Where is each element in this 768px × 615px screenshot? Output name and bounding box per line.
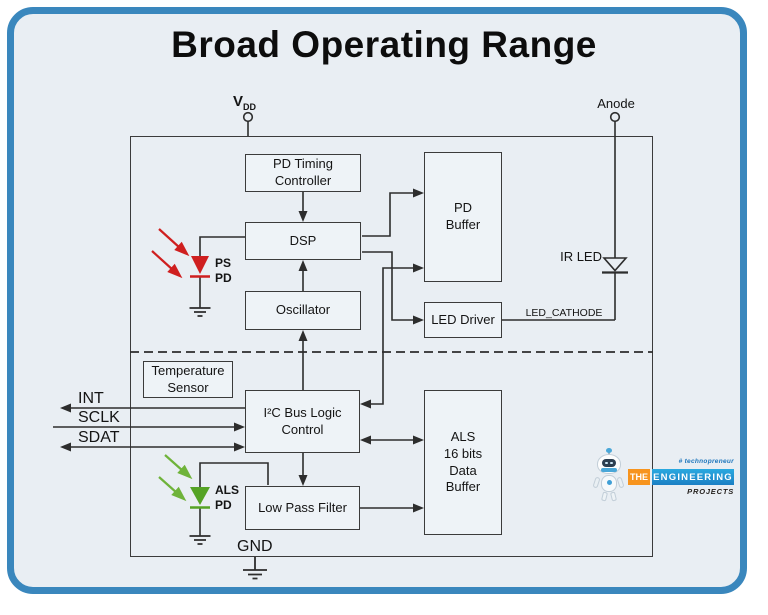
vdd-pin-label: VDD xyxy=(233,93,256,112)
block-label: Low Pass Filter xyxy=(258,499,347,515)
arrow-dsp-to-pdbuffer xyxy=(362,188,424,237)
brand-badge-engineering: ENGINEERING xyxy=(652,469,734,485)
chip-boundary-box xyxy=(130,136,653,557)
robot-arm xyxy=(616,476,625,489)
robot-antenna-dot xyxy=(605,448,612,453)
block-label: LED Driver xyxy=(431,311,495,327)
sdat-signal-label: SDAT xyxy=(78,429,120,446)
int-signal-wire xyxy=(60,403,245,413)
block-low-pass-filter: Low Pass Filter xyxy=(245,486,360,530)
block-label: Buffer xyxy=(445,217,481,232)
block-label: Controller xyxy=(274,173,332,188)
vdd-sub: DD xyxy=(243,102,257,112)
robot-body xyxy=(601,475,617,492)
sclk-signal-label: SCLK xyxy=(78,409,120,426)
block-label: PD xyxy=(453,200,473,216)
robot-visor xyxy=(601,468,617,472)
ps-photodiode-icon xyxy=(151,228,245,317)
arrow-pdbuffer-i2c-bidirectional xyxy=(360,263,424,409)
block-temperature-sensor: Temperature Sensor xyxy=(143,361,233,398)
robot-eye xyxy=(605,461,608,464)
block-dsp: DSP xyxy=(245,222,361,260)
arrow-pdtiming-to-dsp xyxy=(298,192,308,222)
block-pd-buffer: PD Buffer xyxy=(424,152,502,282)
vdd-base: V xyxy=(233,93,244,110)
arrow-i2c-to-oscillator xyxy=(298,330,308,390)
ps-pd-label: PD xyxy=(215,271,232,285)
robot-mascot-icon xyxy=(590,448,628,502)
block-label: Temperature xyxy=(151,362,225,378)
anode-pin-icon xyxy=(609,111,621,258)
als-pd-label: PD xyxy=(215,498,232,512)
anode-pin-label: Anode xyxy=(597,96,635,111)
sclk-signal-wire xyxy=(53,422,245,432)
block-label: Data xyxy=(449,462,477,478)
page-title: Broad Operating Range xyxy=(171,24,597,65)
sdat-signal-wire xyxy=(60,442,245,452)
arrow-i2c-to-lpf xyxy=(298,453,308,486)
robot-face xyxy=(602,459,616,467)
block-label: Buffer xyxy=(445,479,481,495)
robot-eye xyxy=(610,461,613,464)
block-als-data-buffer: ALS 16 bits Data Buffer xyxy=(424,390,502,535)
brand-tagline: # technopreneur xyxy=(678,458,734,465)
robot-leg xyxy=(609,491,618,502)
block-pd-timing-controller: PD Timing Controller xyxy=(245,154,361,192)
als-photodiode-icon xyxy=(158,454,269,545)
robot-arm xyxy=(592,476,601,489)
brand-projects-label: PROJECTS xyxy=(687,487,734,496)
als-pd-label: ALS xyxy=(215,483,239,497)
block-label: Sensor xyxy=(167,379,209,395)
block-label: Control xyxy=(281,421,324,437)
block-label: I²C Bus Logic xyxy=(263,404,342,420)
ir-led-label: IR LED xyxy=(560,249,602,264)
int-signal-label: INT xyxy=(78,390,104,407)
block-label: 16 bits xyxy=(443,445,483,461)
arrow-oscillator-to-dsp xyxy=(298,260,308,291)
arrow-lpf-to-alsbuffer xyxy=(360,503,424,513)
ir-led-diode-icon xyxy=(602,257,628,320)
block-label: DSP xyxy=(289,232,317,248)
robot-chest-dot xyxy=(606,480,612,485)
block-oscillator: Oscillator xyxy=(245,291,361,330)
arrow-dsp-to-leddriver xyxy=(362,251,424,325)
gnd-pin-label: GND xyxy=(237,538,273,555)
robot-leg xyxy=(600,491,609,502)
led-cathode-label: LED_CATHODE xyxy=(525,307,603,319)
block-label: PD Timing xyxy=(273,156,333,172)
block-label: ALS xyxy=(450,429,476,445)
block-i2c-bus-logic-control: I²C Bus Logic Control xyxy=(245,390,360,453)
block-label: Oscillator xyxy=(275,302,331,318)
brand-badge-the: THE xyxy=(628,469,650,485)
vdd-pin-icon xyxy=(242,111,254,136)
ps-pd-label: PS xyxy=(215,256,232,270)
gnd-pin-icon xyxy=(243,557,267,580)
block-led-driver: LED Driver xyxy=(424,302,502,338)
robot-head xyxy=(597,454,621,474)
arrow-i2c-als-bidirectional xyxy=(360,435,424,445)
